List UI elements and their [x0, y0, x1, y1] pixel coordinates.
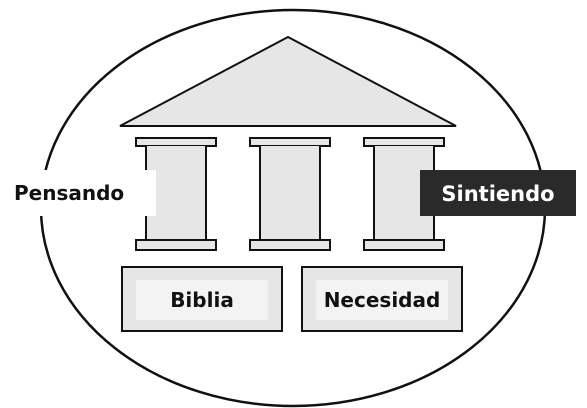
base-label-necesidad: Necesidad	[324, 288, 441, 312]
base-block-biblia: Biblia	[121, 266, 283, 332]
column-left	[135, 137, 217, 251]
side-label-pensando: Pensando	[10, 170, 156, 216]
column-middle	[249, 137, 331, 251]
label-sintiendo: Sintiendo	[441, 182, 554, 206]
base-block-necesidad: Necesidad	[301, 266, 463, 332]
side-label-sintiendo: Sintiendo	[420, 170, 576, 216]
base-label-biblia: Biblia	[170, 288, 234, 312]
label-pensando: Pensando	[14, 181, 124, 205]
temple-roof	[119, 35, 457, 127]
